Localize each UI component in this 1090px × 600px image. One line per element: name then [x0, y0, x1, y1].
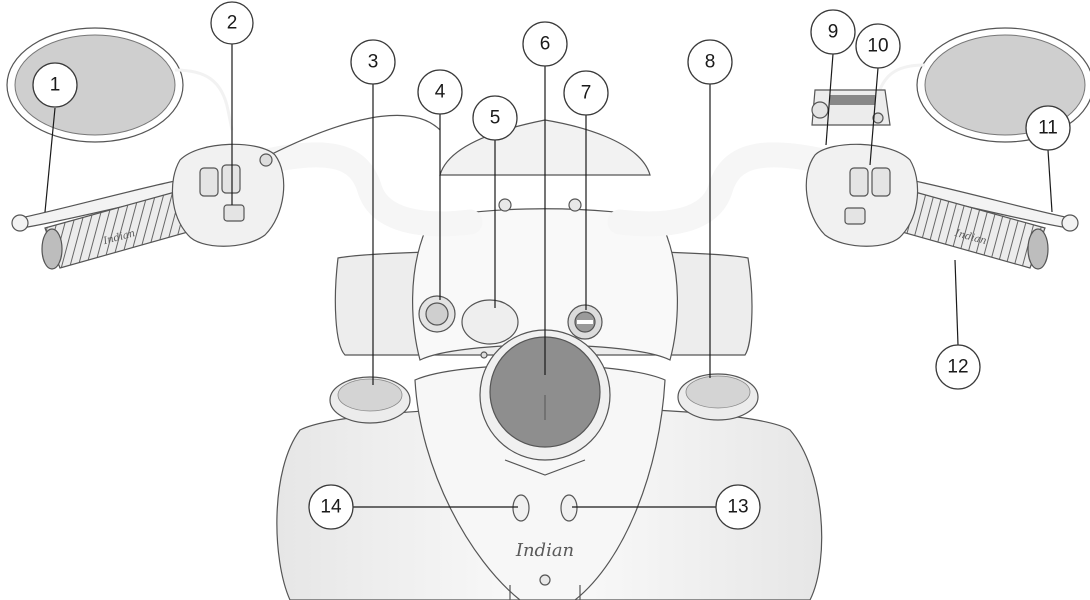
- callout-11: 11: [1026, 106, 1070, 150]
- callout-10: 10: [856, 24, 900, 68]
- callout-12: 12: [936, 345, 980, 389]
- callout-13: 13: [716, 485, 760, 529]
- callout-6: 6: [523, 22, 567, 66]
- callout-7: 7: [564, 71, 608, 115]
- ignition-switch: [568, 305, 602, 339]
- left-tank-indicator: [513, 495, 529, 521]
- center-console: [335, 120, 752, 360]
- callout-1: 1: [33, 63, 77, 107]
- left-switch-housing: [172, 144, 283, 246]
- right-tank-indicator: [561, 495, 577, 521]
- callout-14: 14: [309, 485, 353, 529]
- svg-text:12: 12: [947, 357, 968, 378]
- svg-text:8: 8: [705, 52, 716, 73]
- console-cap: [462, 300, 518, 344]
- callout-4: 4: [418, 70, 462, 114]
- svg-text:11: 11: [1038, 118, 1058, 139]
- callout-5: 5: [473, 96, 517, 140]
- leader-12: [955, 260, 958, 345]
- callout-2: 2: [211, 2, 253, 44]
- svg-text:10: 10: [867, 36, 888, 57]
- svg-text:14: 14: [320, 497, 342, 518]
- right-switch-housing: [806, 144, 917, 246]
- svg-text:2: 2: [227, 13, 238, 34]
- svg-text:4: 4: [435, 82, 446, 103]
- callout-8: 8: [688, 40, 732, 84]
- usb-port: [419, 296, 455, 332]
- svg-text:5: 5: [490, 108, 501, 129]
- callout-9: 9: [811, 10, 855, 54]
- brake-master-cylinder: [812, 90, 890, 125]
- svg-text:1: 1: [50, 75, 61, 96]
- svg-text:7: 7: [581, 83, 592, 104]
- tank-logo: Indian: [515, 540, 574, 561]
- right-speaker: [678, 374, 758, 420]
- leader-11: [1048, 150, 1052, 212]
- left-speaker: [330, 377, 410, 423]
- svg-text:9: 9: [828, 22, 839, 43]
- svg-text:3: 3: [368, 52, 379, 73]
- svg-text:6: 6: [540, 34, 551, 55]
- callout-3: 3: [351, 40, 395, 84]
- svg-text:13: 13: [727, 497, 748, 518]
